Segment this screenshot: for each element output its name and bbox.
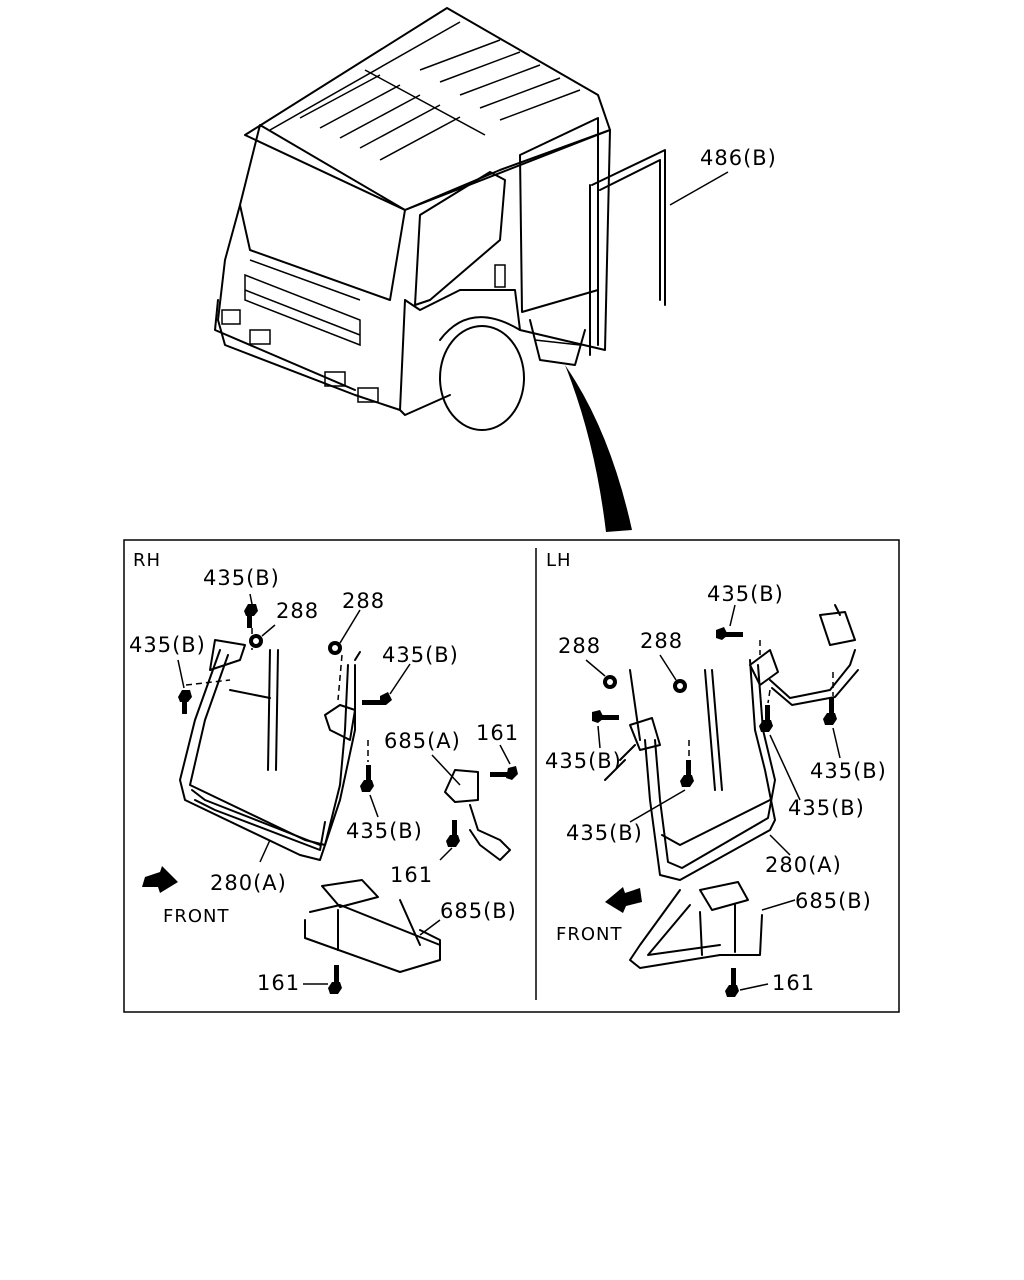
lh-callout-bolt-mid: 435(B)	[788, 796, 865, 820]
lh-callout-bolt-lower: 435(B)	[566, 821, 643, 845]
lh-front-label: FRONT	[556, 924, 623, 945]
rh-callout-bolt-right: 435(B)	[382, 643, 459, 667]
lh-callout-step: 280(A)	[765, 853, 842, 877]
detail-frame	[123, 539, 900, 1013]
rh-nut-right-icon	[328, 641, 342, 655]
rh-callout-screw-mid: 161	[390, 863, 433, 887]
lh-front-arrow-icon	[605, 887, 642, 913]
lh-callout-bolt-right: 435(B)	[810, 759, 887, 783]
lh-callout-bolt-top: 435(B)	[707, 582, 784, 606]
rh-callout-bolt-left: 435(B)	[129, 633, 206, 657]
rh-callout-bracket-b: 685(B)	[440, 899, 517, 923]
lh-callout-bracket-b: 685(B)	[795, 889, 872, 913]
rh-callout-step: 280(A)	[210, 871, 287, 895]
rh-screw-mid-icon	[446, 820, 460, 847]
rh-front-arrow-icon	[142, 866, 178, 893]
lh-callout-bolt-left: 435(B)	[545, 749, 622, 773]
rh-callout-bolt-lower: 435(B)	[346, 819, 423, 843]
rh-callout-bracket-a: 685(A)	[384, 729, 461, 753]
rh-callout-screw-bottom: 161	[257, 971, 300, 995]
truck-cab-illustration: 486(B)	[214, 7, 777, 532]
rh-screw-bottom-icon	[328, 965, 342, 994]
lh-callout-nut-right: 288	[640, 629, 683, 653]
lh-callout-nut-left: 288	[558, 634, 601, 658]
lh-nut-left-icon	[603, 675, 617, 689]
rh-callout-nut-right: 288	[342, 589, 385, 613]
seal-callout-486b: 486(B)	[700, 146, 777, 170]
rh-front-label: FRONT	[163, 906, 230, 927]
lh-panel: LH	[545, 550, 887, 997]
rh-bolt-top-icon	[244, 604, 258, 628]
lh-screw-bottom-icon	[725, 968, 739, 997]
rh-nut-left-icon	[249, 634, 263, 648]
rh-callout-nut-left: 288	[276, 599, 319, 623]
lh-bolt-lower-icon	[680, 760, 694, 787]
zoom-arrow	[565, 365, 632, 532]
rh-title: RH	[133, 550, 161, 571]
lh-callout-screw-bottom: 161	[772, 971, 815, 995]
rh-bolt-lower-icon	[360, 765, 374, 792]
lh-bolt-right-icon	[823, 698, 837, 725]
rh-bolt-left-icon	[178, 690, 192, 714]
lh-bolt-left-icon	[592, 710, 619, 723]
lh-bolt-mid-icon	[759, 705, 773, 732]
rh-panel: RH	[129, 550, 519, 995]
rh-callout-screw-top: 161	[476, 721, 519, 745]
rh-screw-top-icon	[490, 766, 518, 780]
lh-title: LH	[546, 550, 572, 571]
rh-bolt-right-icon	[362, 692, 392, 705]
lh-bolt-top-icon	[716, 627, 743, 640]
lh-nut-right-icon	[673, 679, 687, 693]
rh-callout-bolt-top: 435(B)	[203, 566, 280, 590]
